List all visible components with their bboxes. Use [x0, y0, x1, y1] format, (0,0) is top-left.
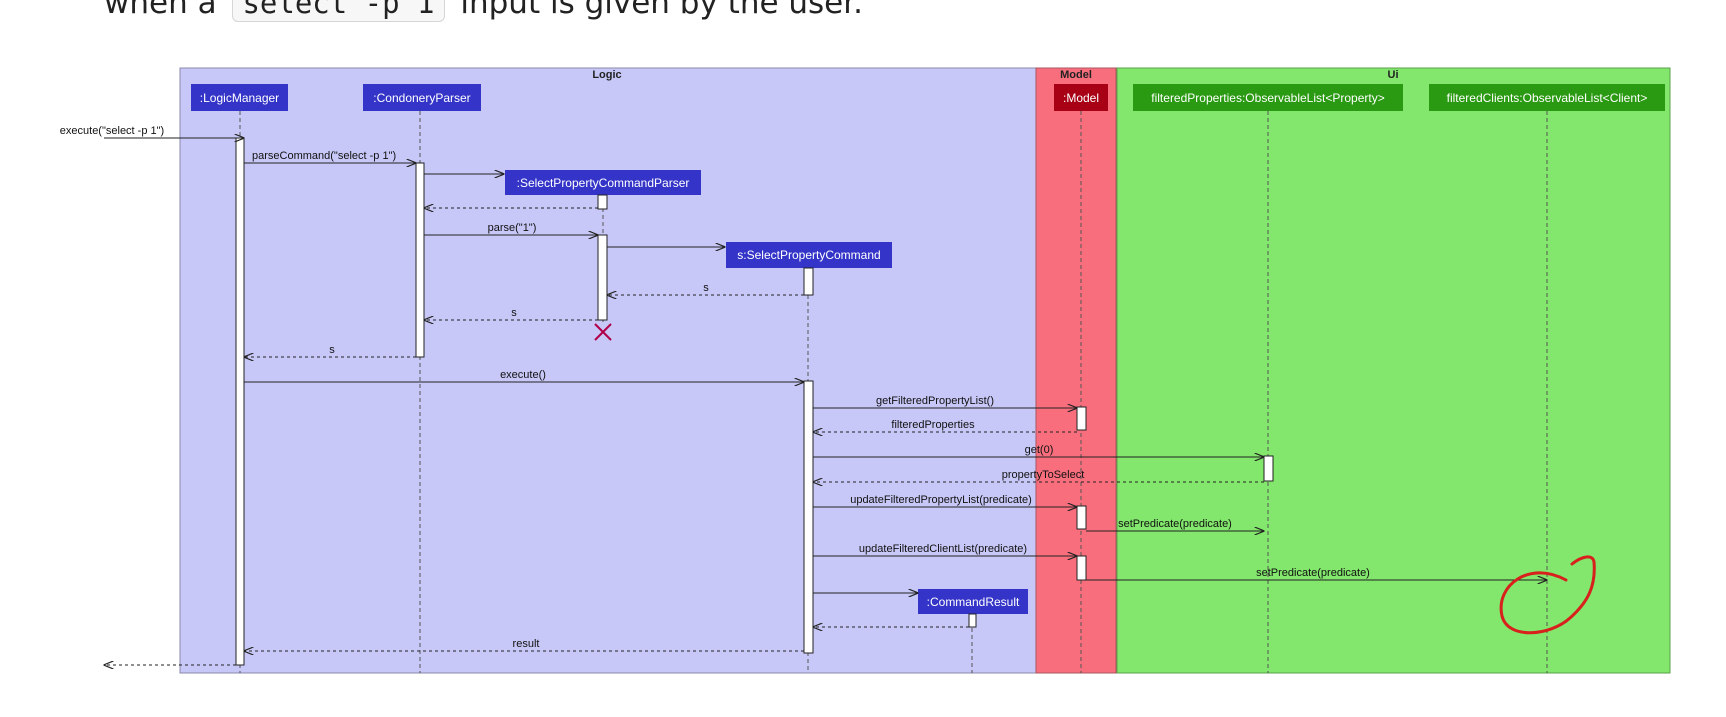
message-label-15: setPredicate(predicate): [1118, 518, 1232, 530]
participant-select-property-command-parser-label: :SelectPropertyCommandParser: [517, 176, 690, 190]
message-label-14: updateFilteredPropertyList(predicate): [850, 494, 1032, 506]
intro-text-after: input is given by the user.: [460, 0, 864, 21]
activation-filtered-properties: [1263, 455, 1274, 482]
participant-select-property-command-box: [726, 242, 892, 268]
message-label-11: filteredProperties: [891, 419, 975, 431]
participant-command-result-box: [918, 589, 1028, 614]
participant-condonery-parser-box: [363, 84, 481, 111]
intro-text-before: when a: [104, 0, 217, 21]
participant-condonery-parser-label: :CondoneryParser: [373, 91, 470, 105]
participant-filtered-properties-label: filteredProperties:ObservableList<Proper…: [1151, 91, 1384, 105]
group-ui-title: Ui: [1388, 69, 1399, 81]
annotation-circle: [1499, 555, 1596, 635]
participant-select-property-command-parser-box: [505, 170, 701, 195]
message-label-4: parse("1"): [488, 222, 537, 234]
message-label-9: execute(): [500, 369, 546, 381]
participant-model-box: [1054, 84, 1108, 111]
activation-command-1: [803, 267, 814, 296]
message-label-1: parseCommand("select -p 1"): [252, 150, 396, 162]
group-ui-box: [1116, 67, 1671, 674]
message-label-10: getFilteredPropertyList(): [876, 395, 994, 407]
activation-bars: [235, 137, 1274, 666]
messages: execute("select -p 1") parseCommand("sele…: [60, 125, 1547, 665]
message-label-7: s: [511, 307, 517, 319]
group-logic-title: Logic: [592, 69, 621, 81]
activation-spc-parser-2: [597, 234, 608, 321]
participant-select-property-command-label: s:SelectPropertyCommand: [737, 248, 880, 262]
intro-code-snippet: select -p 1: [232, 0, 445, 23]
message-label-20: result: [513, 638, 540, 650]
destroy-x-icon: [594, 323, 612, 341]
participant-model-label: :Model: [1063, 91, 1099, 105]
participant-filtered-properties-box: [1133, 84, 1403, 111]
intro-sentence: when a select -p 1 input is given by the…: [104, 0, 863, 23]
activation-model-2: [1076, 505, 1087, 530]
activation-spc-parser-1: [597, 194, 608, 210]
group-model-title: Model: [1060, 69, 1092, 81]
message-label-12: get(0): [1025, 444, 1054, 456]
message-label-8: s: [329, 344, 335, 356]
participant-filtered-clients-box: [1429, 84, 1665, 111]
activation-command-2: [803, 380, 814, 654]
message-label-17: setPredicate(predicate): [1256, 567, 1370, 579]
group-model-box: [1035, 67, 1117, 674]
message-label-6: s: [703, 282, 709, 294]
activation-logic-manager: [235, 137, 245, 666]
participant-filtered-clients-label: filteredClients:ObservableList<Client>: [1447, 91, 1648, 105]
message-label-13: propertyToSelect: [1002, 469, 1085, 481]
activation-model-1: [1076, 406, 1087, 431]
participant-logic-manager-box: [191, 84, 288, 111]
participant-command-result-label: :CommandResult: [927, 595, 1020, 609]
participant-logic-manager-label: :LogicManager: [200, 91, 279, 105]
message-label-16: updateFilteredClientList(predicate): [859, 543, 1027, 555]
activation-model-3: [1076, 555, 1087, 581]
message-label-0: execute("select -p 1"): [60, 125, 164, 137]
group-logic-box: [179, 67, 1037, 674]
activation-condonery-parser: [415, 162, 425, 358]
activation-command-result: [968, 613, 977, 628]
